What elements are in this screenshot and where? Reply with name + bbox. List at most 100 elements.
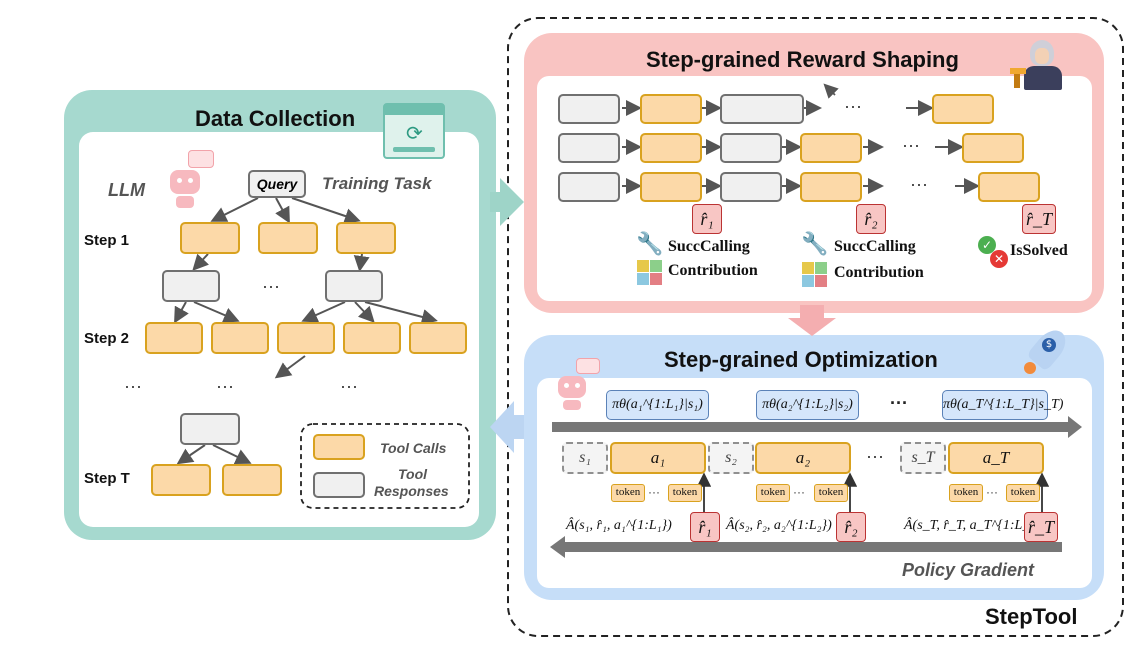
policy-box-t: πθ(a_T^{1:L_T}|s_T) [942,390,1063,420]
tool-call-node [343,322,401,354]
call-box [640,172,702,202]
call-box [640,94,702,124]
advantage-t: Â(s_T, r̂_T, a_T^{1:L_T}) [904,518,1048,533]
token-chip: token [1006,484,1040,502]
step-1-label: Step 1 [84,232,130,249]
tool-response-node [180,413,240,445]
state-2: s₂ [708,442,754,474]
reward-1-badge: r̂₁ [690,512,720,542]
reward-2-badge: r̂₂ [836,512,866,542]
tool-call-node [151,464,211,496]
ellipsis: ··· [910,174,928,194]
token-chip: token [949,484,983,502]
refresh-icon: ⟳ [406,121,423,145]
succ-calling-label: SuccCalling [668,238,750,255]
tool-call-node [277,322,335,354]
policy-box-2: πθ(a₂^{1:L₂}|s₂) [756,390,859,420]
ellipsis: ··· [216,376,234,396]
call-box [962,133,1024,163]
llm-label: LLM [108,180,145,200]
flow-arrow-to-reward [490,178,524,226]
tool-call-node [336,222,396,254]
call-box [640,133,702,163]
response-box [558,133,620,163]
token-chip: token [668,484,702,502]
backward-arrow [550,536,1062,558]
tool-call-node [222,464,282,496]
action-1: a₁ [610,442,706,474]
framework-name: StepTool [985,604,1078,629]
reward-t-badge: r̂_T [1022,204,1056,234]
contribution-label: Contribution [834,264,924,281]
flow-arrow-to-data-collection [490,401,524,453]
tool-call-node [180,222,240,254]
ellipsis: ··· [262,276,280,296]
tool-response-node [325,270,383,302]
legend-tool-responses-swatch [313,472,365,498]
policy-box-1: πθ(a₁^{1:L₁}|s₁) [606,390,709,420]
reward-shaping-title: Step-grained Reward Shaping [646,47,959,72]
reward-2-badge: r̂₂ [856,204,886,234]
ellipsis: ··· [648,485,660,499]
tool-call-node [211,322,269,354]
reward-t-badge: r̂_T [1024,512,1058,542]
response-box [558,172,620,202]
legend-tool-responses-label-2: Responses [374,483,449,499]
step-t-label: Step T [84,470,130,487]
call-box [800,172,862,202]
policy-gradient-label: Policy Gradient [902,560,1035,580]
forward-arrow [552,416,1082,438]
tool-call-node [258,222,318,254]
steptool-boundary [507,17,1124,637]
legend-tool-calls-label: Tool Calls [380,440,447,456]
response-box [558,94,620,124]
call-box [978,172,1040,202]
ellipsis: ··· [902,135,920,155]
ellipsis: ··· [890,393,908,413]
optimization-title: Step-grained Optimization [664,347,938,372]
advantage-2: Â(s₂, r̂₂, a₂^{1:L₂}) [726,518,832,533]
call-box [932,94,994,124]
token-chip: token [611,484,645,502]
judge-icon [1010,38,1064,90]
step-2-label: Step 2 [84,330,130,347]
response-box [720,172,782,202]
advantage-1: Â(s₁, r̂₁, a₁^{1:L₁}) [566,518,672,533]
puzzle-icon [637,260,663,286]
training-task-label: Training Task [322,174,432,193]
token-chip: token [814,484,848,502]
wrench-icon: 🔧 [801,232,829,257]
state-1: s₁ [562,442,608,474]
call-box [800,133,862,163]
training-window-icon: ⟳ [383,103,445,159]
action-t: a_T [948,442,1044,474]
ellipsis: ··· [986,485,998,499]
is-solved-label: IsSolved [1010,242,1068,259]
check-icon: ✓ [978,236,996,254]
ellipsis: ··· [124,376,142,396]
data-collection-title: Data Collection [195,106,356,131]
response-box [720,94,804,124]
ellipsis: ··· [340,376,358,396]
llm-robot-icon [552,356,602,412]
llm-robot-icon [166,150,216,210]
reward-1-badge: r̂₁ [692,204,722,234]
contribution-label: Contribution [668,262,758,279]
action-2: a₂ [755,442,851,474]
succ-calling-label: SuccCalling [834,238,916,255]
tool-call-node [409,322,467,354]
token-chip: token [756,484,790,502]
legend-tool-calls-swatch [313,434,365,460]
tool-call-node [145,322,203,354]
tool-response-node [162,270,220,302]
response-box [720,133,782,163]
flow-arrow-to-optimization [788,305,836,336]
rocket-icon: $ [1020,320,1078,380]
state-t: s_T [900,442,946,474]
cross-icon: ✕ [990,250,1008,268]
legend-box [300,423,470,509]
ellipsis: ··· [793,485,805,499]
ellipsis: ··· [844,96,862,116]
puzzle-icon [802,262,828,288]
wrench-icon: 🔧 [636,232,664,257]
